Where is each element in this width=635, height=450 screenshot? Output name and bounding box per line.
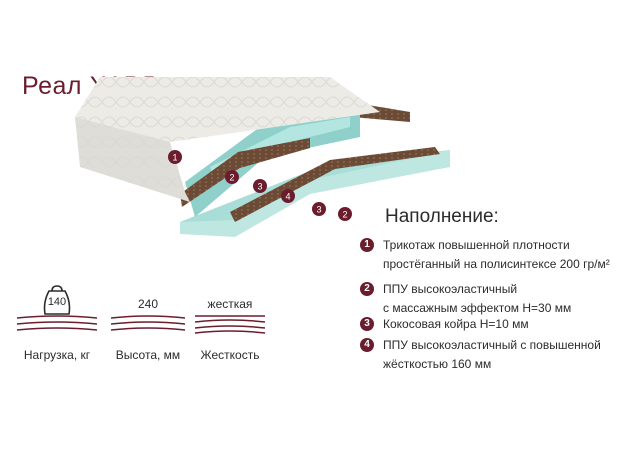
legend-text-2b: с массажным эффектом Н=30 мм xyxy=(383,301,572,315)
legend-number-2: 2 xyxy=(360,282,374,296)
marker-3-label: 3 xyxy=(257,182,262,192)
marker-2-label: 2 xyxy=(229,173,234,183)
legend-text-3a: Кокосовая койра Н=10 мм xyxy=(383,317,529,331)
marker-4: 4 xyxy=(281,189,295,203)
marker-2: 2 xyxy=(225,170,239,184)
legend-item-4: 4 ППУ высокоэластичный с повышенной жёст… xyxy=(360,336,601,374)
legend-number-4: 4 xyxy=(360,338,374,352)
legend-item-2: 2 ППУ высокоэластичный с массажным эффек… xyxy=(360,280,571,318)
height-label: Высота, мм xyxy=(115,348,181,362)
marker-1-label: 1 xyxy=(172,153,177,163)
filling-title: Наполнение: xyxy=(385,206,499,227)
legend-text-4a: ППУ высокоэластичный с повышенной xyxy=(383,338,601,352)
coconut-layer-lower xyxy=(230,147,440,222)
mattress-cutaway-illustration: 1 2 3 4 3 2 xyxy=(75,77,450,237)
load-label: Нагрузка, кг xyxy=(23,348,91,362)
marker-2b: 2 xyxy=(338,207,352,221)
firmness-value: жесткая xyxy=(207,297,253,311)
weight-icon: 140 xyxy=(42,284,72,321)
marker-3: 3 xyxy=(253,179,267,193)
foam-core xyxy=(185,112,360,217)
legend-number-3: 3 xyxy=(360,317,374,331)
marker-4-label: 4 xyxy=(285,192,290,202)
height-value: 240 xyxy=(137,297,159,311)
firmness-waves-icon xyxy=(194,315,266,334)
marker-3b-label: 3 xyxy=(316,205,321,215)
marker-1: 1 xyxy=(168,150,182,164)
height-waves-icon xyxy=(110,315,186,331)
legend-text-2a: ППУ высокоэластичный xyxy=(383,282,518,296)
marker-3b: 3 xyxy=(312,202,326,216)
legend-text-4b: жёсткостью 160 мм xyxy=(383,357,492,371)
load-value: 140 xyxy=(47,296,67,308)
legend-number-1: 1 xyxy=(360,238,374,252)
legend-item-3: 3 Кокосовая койра Н=10 мм xyxy=(360,315,529,334)
legend-text-1a: Трикотаж повышенной плотности xyxy=(383,238,570,252)
legend-text-1b: простёганный на полисинтексе 200 гр/м² xyxy=(383,257,610,271)
marker-2b-label: 2 xyxy=(342,210,347,220)
load-waves-icon xyxy=(16,315,98,331)
legend-item-1: 1 Трикотаж повышенной плотности простёга… xyxy=(360,236,610,274)
firmness-label: Жесткость xyxy=(200,348,260,362)
